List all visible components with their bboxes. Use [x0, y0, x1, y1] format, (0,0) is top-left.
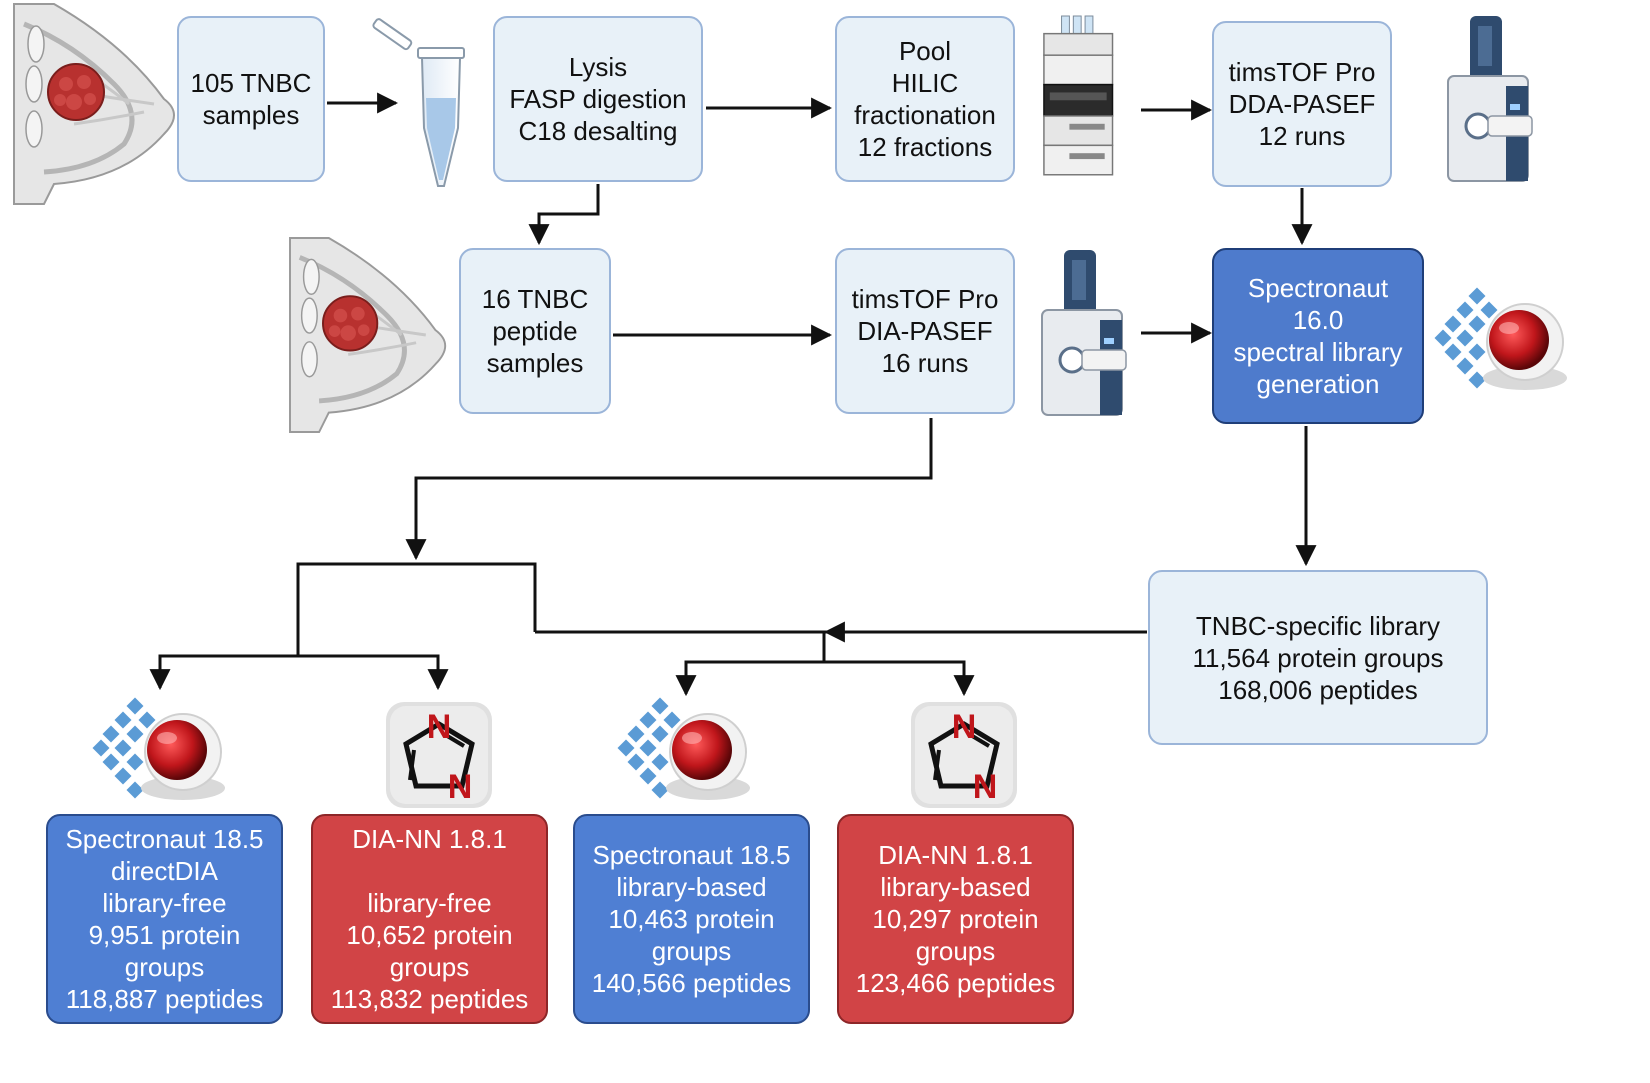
- connectors: [149, 92, 1317, 697]
- arrow-to-sn-based: [675, 660, 824, 697]
- box-16-samples: 16 TNBC peptide samples: [459, 248, 611, 414]
- hplc-icon: [1043, 15, 1114, 176]
- breast-tumor-icon: [14, 4, 174, 204]
- mass-spec-icon-dda: [1446, 14, 1534, 183]
- box-spectronaut-16: Spectronaut 16.0 spectral library genera…: [1212, 248, 1424, 424]
- svg-text:N: N: [952, 708, 977, 746]
- arrow-to-sn-free: [149, 654, 298, 691]
- spectronaut-logo-icon-free: [91, 696, 227, 801]
- spectronaut-logo-icon: [1433, 286, 1568, 391]
- breast-tumor-icon-2: [290, 238, 445, 432]
- svg-text:N: N: [427, 708, 452, 746]
- box-diann-library-based: DIA-NN 1.8.1 library-based 10,297 protei…: [837, 814, 1074, 1024]
- box-timstof-dda: timsTOF Pro DDA-PASEF 12 runs: [1212, 21, 1392, 187]
- diann-logo-icon-based: N N: [911, 702, 1017, 808]
- spectronaut-logo-icon-based: [616, 696, 751, 801]
- sample-tube-icon: [372, 18, 465, 187]
- box-diann-library-free: DIA-NN 1.8.1 library-free 10,652 protein…: [311, 814, 548, 1024]
- box-timstof-dia: timsTOF Pro DIA-PASEF 16 runs: [835, 248, 1015, 414]
- mass-spec-icon-dia: [1040, 248, 1128, 417]
- box-lysis: Lysis FASP digestion C18 desalting: [493, 16, 703, 182]
- diann-logo-icon-free: N N: [386, 702, 492, 808]
- line-split-left: [296, 562, 537, 655]
- arrow-lysis-to-16samples: [528, 184, 600, 246]
- arrow-to-diann-free: [298, 654, 449, 691]
- svg-text:N: N: [973, 768, 998, 806]
- box-spectronaut-library-based: Spectronaut 18.5 library-based 10,463 pr…: [573, 814, 810, 1024]
- box-spectronaut-library-free: Spectronaut 18.5 directDIA library-free …: [46, 814, 283, 1024]
- arrow-dia-to-split: [405, 418, 933, 561]
- box-tnbc-library: TNBC-specific library 11,564 protein gro…: [1148, 570, 1488, 745]
- svg-text:N: N: [448, 768, 473, 806]
- box-105-samples: 105 TNBC samples: [177, 16, 325, 182]
- arrow-to-diann-based: [824, 660, 975, 697]
- box-pool-hilic: Pool HILIC fractionation 12 fractions: [835, 16, 1015, 182]
